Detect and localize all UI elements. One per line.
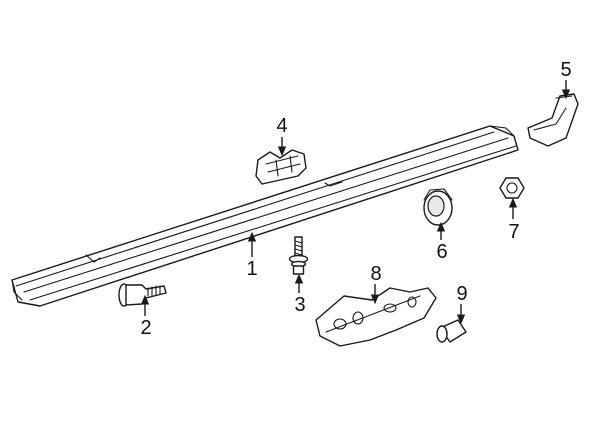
callout-8: 8 — [370, 263, 381, 285]
callout-1: 1 — [246, 258, 257, 280]
plug-part — [436, 319, 467, 343]
bracket-part — [255, 149, 307, 185]
callout-9: 9 — [456, 283, 467, 305]
rocker-molding-part — [11, 125, 519, 307]
end-cap-part — [527, 93, 579, 147]
grommet-part — [423, 188, 453, 226]
callout-4: 4 — [276, 115, 287, 137]
nut-part — [499, 177, 525, 199]
callout-7: 7 — [508, 221, 519, 243]
screw-part — [288, 236, 309, 275]
callout-6: 6 — [436, 241, 447, 263]
retainer-strip-part — [315, 287, 437, 347]
callout-5: 5 — [560, 59, 571, 81]
callout-2: 2 — [140, 317, 151, 339]
push-pin-fastener-part — [118, 283, 167, 307]
callout-3: 3 — [294, 294, 305, 316]
